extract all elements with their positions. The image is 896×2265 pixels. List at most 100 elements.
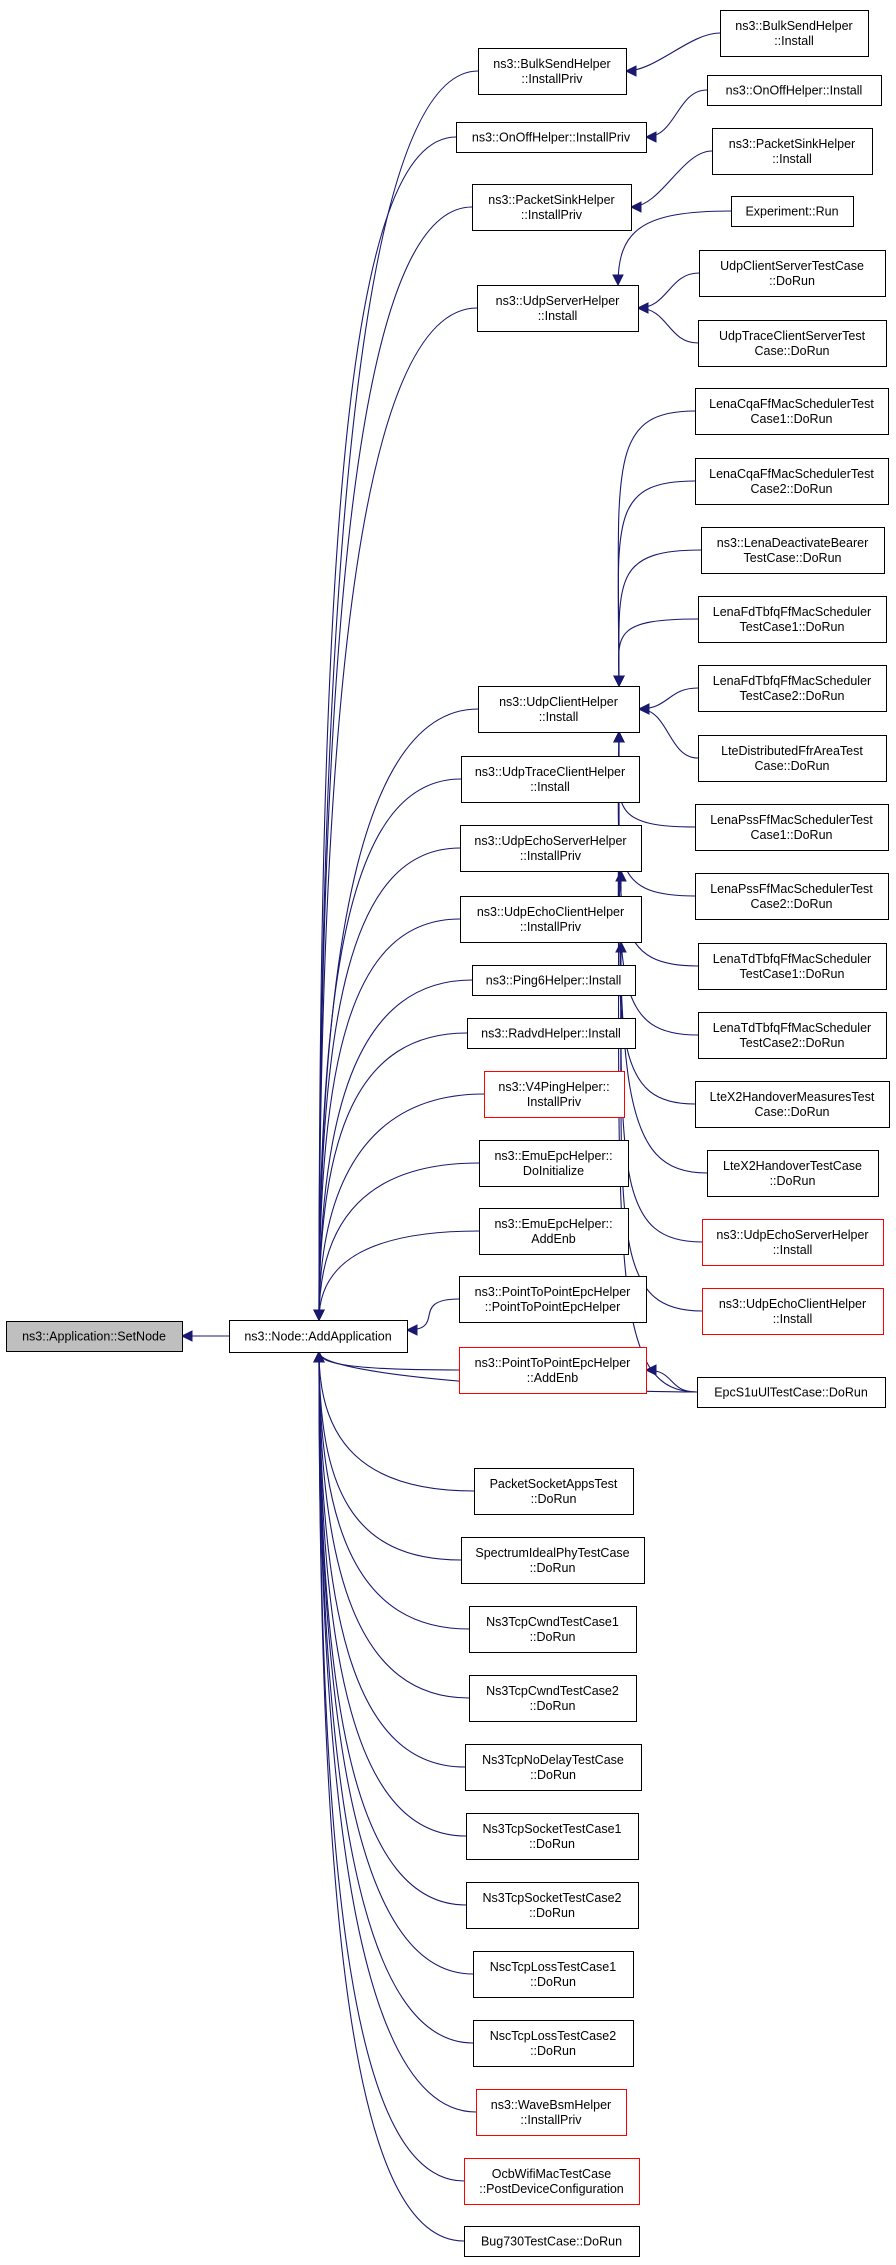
node-label: ::DoRun	[530, 1630, 576, 1644]
graph-node-cwnd2[interactable]: Ns3TcpCwndTestCase2::DoRun	[469, 1675, 637, 1722]
node-label: LenaCqaFfMacSchedulerTest	[709, 467, 874, 481]
graph-node-ocbwifi[interactable]: OcbWifiMacTestCase::PostDeviceConfigurat…	[464, 2158, 640, 2205]
node-label: LenaTdTbfqFfMacScheduler	[713, 1021, 871, 1035]
graph-node-udpserver[interactable]: ns3::UdpServerHelper::Install	[477, 285, 639, 332]
graph-node-echoserverinstall[interactable]: ns3::UdpEchoServerHelper::Install	[702, 1219, 884, 1266]
graph-node-p2pctor[interactable]: ns3::PointToPointEpcHelper::PointToPoint…	[459, 1276, 647, 1323]
node-label: Case1::DoRun	[751, 412, 833, 426]
node-label: UdpTraceClientServerTest	[719, 329, 866, 343]
graph-node-emuaddenb[interactable]: ns3::EmuEpcHelper::AddEnb	[479, 1208, 629, 1255]
graph-node-packetsocket[interactable]: PacketSocketAppsTest::DoRun	[474, 1468, 634, 1515]
edge-arrowhead	[615, 940, 627, 953]
node-box	[478, 686, 640, 733]
node-label: ns3::UdpEchoClientHelper	[477, 905, 624, 919]
graph-node-epcs1u[interactable]: EpcS1uUlTestCase::DoRun	[697, 1377, 886, 1408]
call-edge	[318, 1351, 467, 1837]
graph-node-radvd[interactable]: ns3::RadvdHelper::Install	[467, 1018, 636, 1049]
call-edge	[318, 1351, 462, 1561]
graph-node-sinkinstall[interactable]: ns3::PacketSinkHelper::Install	[712, 128, 873, 175]
graph-node-v4ping[interactable]: ns3::V4PingHelper::InstallPriv	[484, 1071, 625, 1118]
graph-node-onoffpriv[interactable]: ns3::OnOffHelper::InstallPriv	[456, 122, 647, 153]
call-edge	[617, 210, 732, 286]
graph-node-bulkpriv[interactable]: ns3::BulkSendHelper::InstallPriv	[478, 48, 627, 95]
graph-node-x2handover[interactable]: LteX2HandoverTestCase::DoRun	[707, 1150, 879, 1197]
call-edge	[318, 778, 462, 1321]
node-label: ns3::PointToPointEpcHelper	[475, 1285, 631, 1299]
node-label: ::InstallPriv	[520, 849, 582, 863]
node-box	[473, 2020, 634, 2067]
node-box	[695, 1081, 890, 1128]
node-label: NscTcpLossTestCase1	[490, 1960, 616, 1974]
call-edge	[318, 979, 473, 1321]
graph-node-cwnd1[interactable]: Ns3TcpCwndTestCase1::DoRun	[469, 1606, 637, 1653]
graph-node-wavebsm[interactable]: ns3::WaveBsmHelper::InstallPriv	[476, 2089, 627, 2136]
node-label: ::DoRun	[530, 1768, 576, 1782]
node-label: LteX2HandoverMeasuresTest	[710, 1090, 875, 1104]
graph-node-addapp[interactable]: ns3::Node::AddApplication	[229, 1320, 408, 1353]
node-label: ::Install	[773, 1312, 813, 1326]
graph-node-socket2[interactable]: Ns3TcpSocketTestCase2::DoRun	[466, 1882, 639, 1929]
graph-node-p2paddenb[interactable]: ns3::PointToPointEpcHelper::AddEnb	[459, 1347, 647, 1394]
graph-node-echoclientinstall[interactable]: ns3::UdpEchoClientHelper::Install	[702, 1288, 884, 1335]
node-box	[695, 873, 889, 920]
node-label: ns3::OnOffHelper::InstallPriv	[472, 131, 631, 145]
call-edge	[318, 918, 461, 1321]
graph-node-bug730[interactable]: Bug730TestCase::DoRun	[464, 2226, 640, 2257]
graph-node-udpclient[interactable]: ns3::UdpClientHelper::Install	[478, 686, 640, 733]
graph-node-nscloss2[interactable]: NscTcpLossTestCase2::DoRun	[473, 2020, 634, 2067]
graph-node-echoclientpriv[interactable]: ns3::UdpEchoClientHelper::InstallPriv	[460, 896, 642, 943]
call-edge	[318, 70, 479, 1321]
graph-node-nscloss1[interactable]: NscTcpLossTestCase1::DoRun	[473, 1951, 634, 1998]
node-label: ::InstallPriv	[521, 208, 583, 222]
node-label: TestCase::DoRun	[744, 551, 842, 565]
graph-node-nodelay[interactable]: Ns3TcpNoDelayTestCase::DoRun	[465, 1744, 642, 1791]
graph-node-setnode[interactable]: ns3::Application::SetNode	[6, 1321, 183, 1352]
call-edge	[318, 708, 479, 1321]
node-label: Ns3TcpCwndTestCase1	[486, 1615, 619, 1629]
node-label: ::DoRun	[770, 1174, 816, 1188]
node-label: ::Install	[539, 710, 579, 724]
graph-node-emuinit[interactable]: ns3::EmuEpcHelper::DoInitialize	[479, 1140, 629, 1187]
edge-arrowhead	[313, 1309, 325, 1322]
node-label: Case2::DoRun	[751, 482, 833, 496]
node-box	[467, 1018, 636, 1049]
graph-node-socket1[interactable]: Ns3TcpSocketTestCase1::DoRun	[466, 1813, 639, 1860]
graph-node-echoserverpriv[interactable]: ns3::UdpEchoServerHelper::InstallPriv	[460, 825, 642, 872]
call-edge	[318, 1351, 466, 1768]
node-label: LenaTdTbfqFfMacScheduler	[713, 952, 871, 966]
node-label: Ns3TcpSocketTestCase2	[483, 1891, 622, 1905]
node-label: TestCase1::DoRun	[740, 620, 845, 634]
graph-node-experiment[interactable]: Experiment::Run	[731, 196, 854, 227]
edge-arrowhead	[613, 730, 625, 743]
call-edge	[318, 1351, 470, 1699]
node-label: UdpClientServerTestCase	[720, 259, 864, 273]
graph-node-sinkpriv[interactable]: ns3::PacketSinkHelper::InstallPriv	[472, 184, 632, 231]
call-edge	[318, 1351, 470, 1630]
graph-node-onoffinstall[interactable]: ns3::OnOffHelper::Install	[707, 75, 882, 106]
graph-node-bulkinstall[interactable]: ns3::BulkSendHelper::Install	[720, 10, 869, 57]
node-label: ns3::UdpServerHelper	[496, 294, 620, 308]
node-label: Case::DoRun	[754, 759, 829, 773]
node-box	[466, 1882, 639, 1929]
call-edge	[318, 136, 457, 1321]
graph-node-spectrumideal[interactable]: SpectrumIdealPhyTestCase::DoRun	[461, 1537, 645, 1584]
graph-node-ping6[interactable]: ns3::Ping6Helper::Install	[472, 965, 636, 996]
graph-node-udpcs[interactable]: UdpClientServerTestCase::DoRun	[699, 250, 886, 297]
node-label: ns3::UdpEchoClientHelper	[719, 1297, 866, 1311]
edge-arrowhead	[613, 675, 625, 688]
graph-node-udptrace[interactable]: ns3::UdpTraceClientHelper::Install	[461, 756, 640, 803]
node-box	[460, 896, 642, 943]
edge-arrowhead	[629, 201, 642, 213]
